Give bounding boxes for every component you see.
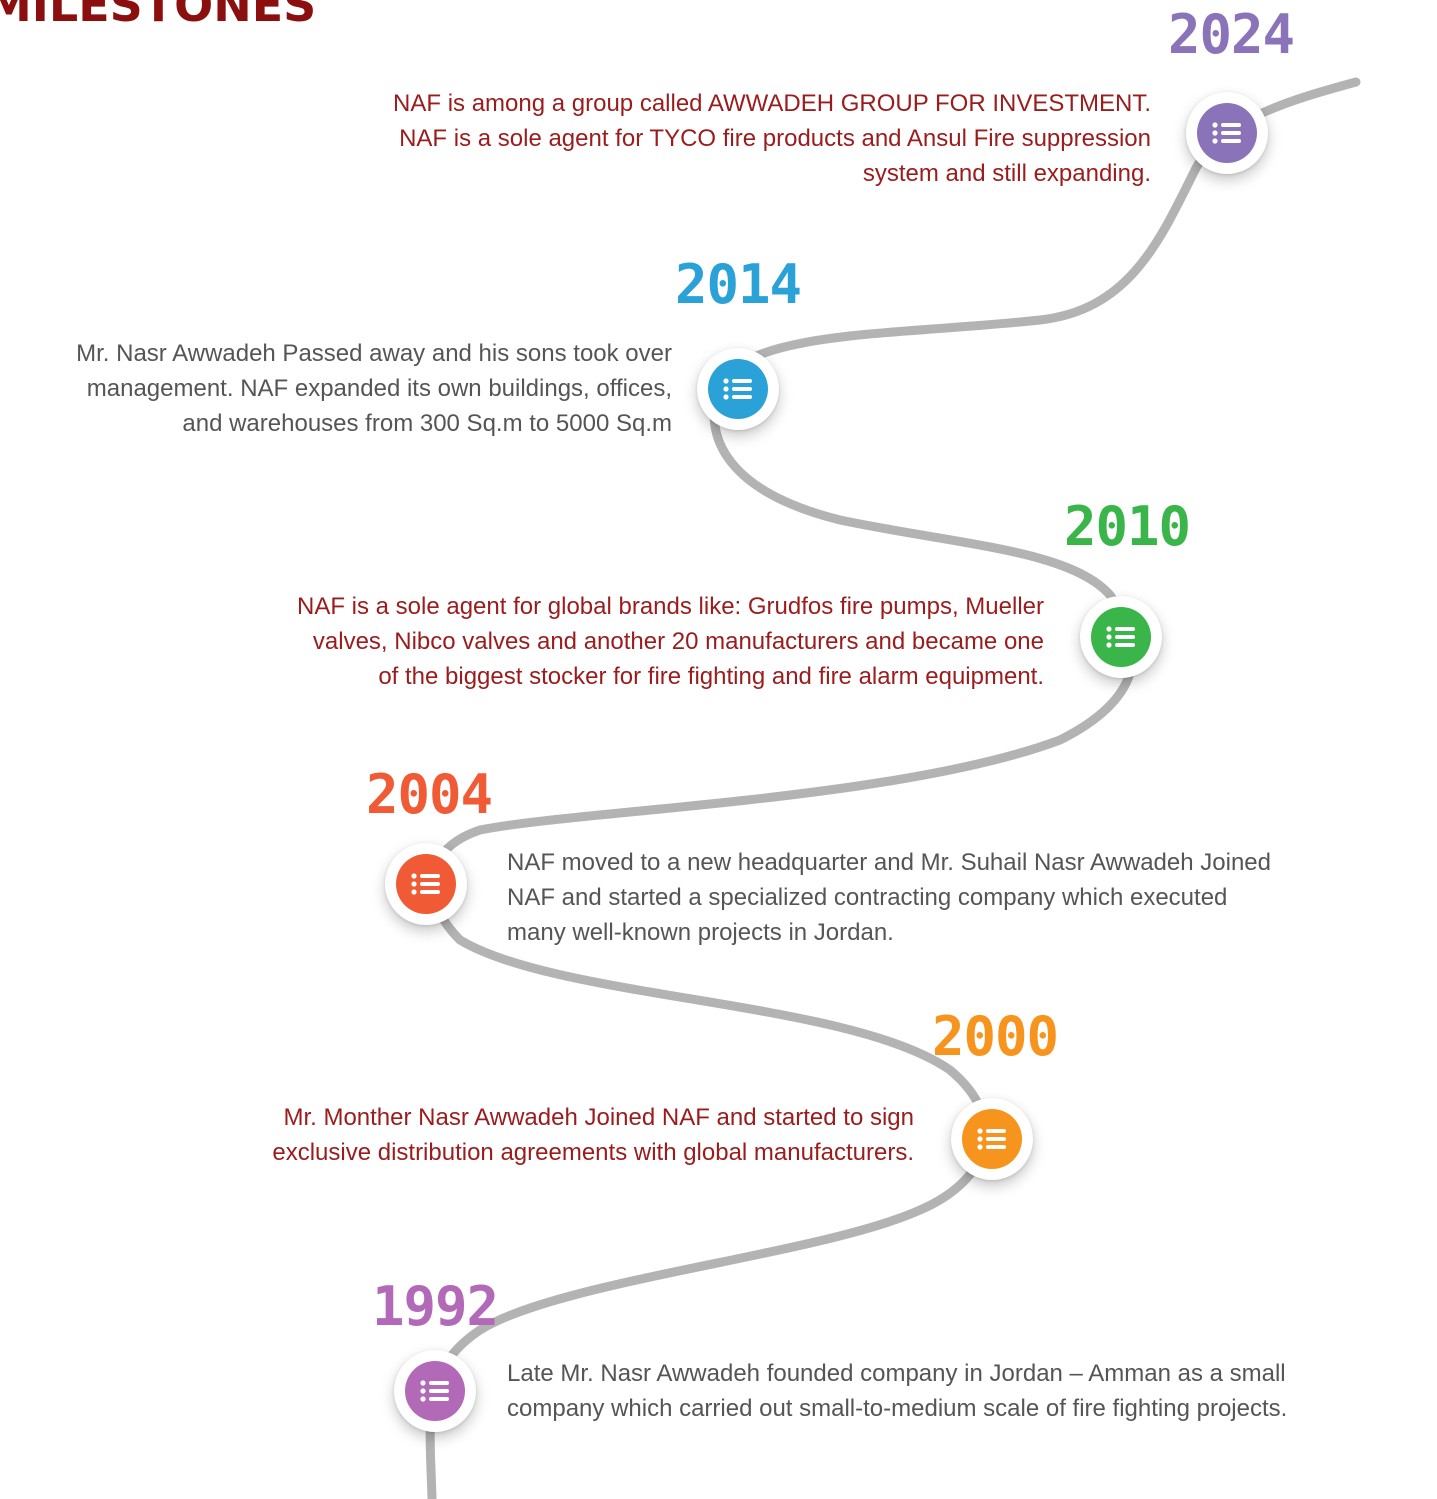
- milestone-marker-2010[interactable]: [1080, 596, 1162, 678]
- list-icon: [411, 873, 440, 895]
- milestone-line: of the biggest stocker for fire fighting…: [378, 663, 1044, 690]
- milestone-dot: [962, 1109, 1022, 1169]
- milestone-marker-2004[interactable]: [385, 843, 467, 925]
- milestone-description-2010: NAF is a sole agent for global brands li…: [144, 589, 1044, 694]
- milestone-dot: [405, 1361, 465, 1421]
- milestone-year-1992: 1992: [372, 1275, 499, 1338]
- milestone-description-1992: Late Mr. Nasr Awwadeh founded company in…: [507, 1356, 1432, 1426]
- list-icon: [1106, 626, 1135, 648]
- milestone-line: exclusive distribution agreements with g…: [272, 1139, 914, 1166]
- milestone-description-2004: NAF moved to a new headquarter and Mr. S…: [507, 845, 1407, 950]
- milestone-marker-2000[interactable]: [951, 1098, 1033, 1180]
- milestone-line: NAF moved to a new headquarter and Mr. S…: [507, 849, 1271, 876]
- list-icon: [723, 378, 752, 400]
- milestone-year-2010: 2010: [1064, 495, 1191, 558]
- milestone-line: and warehouses from 300 Sq.m to 5000 Sq.…: [182, 410, 672, 437]
- milestone-description-2014: Mr. Nasr Awwadeh Passed away and his son…: [0, 336, 672, 441]
- milestone-line: Mr. Nasr Awwadeh Passed away and his son…: [76, 340, 672, 367]
- milestone-marker-1992[interactable]: [394, 1350, 476, 1432]
- milestone-description-2000: Mr. Monther Nasr Awwadeh Joined NAF and …: [114, 1100, 914, 1170]
- milestone-line: many well-known projects in Jordan.: [507, 919, 894, 946]
- list-icon: [420, 1380, 449, 1402]
- list-icon: [1212, 122, 1241, 144]
- milestone-line: NAF is a sole agent for TYCO fire produc…: [399, 125, 1151, 152]
- milestone-dot: [708, 359, 768, 419]
- milestone-line: system and still expanding.: [862, 160, 1151, 187]
- milestone-year-2000: 2000: [932, 1005, 1059, 1068]
- milestone-year-2014: 2014: [675, 253, 802, 316]
- milestone-line: Mr. Monther Nasr Awwadeh Joined NAF and …: [283, 1104, 914, 1131]
- milestone-line: NAF is among a group called AWWADEH GROU…: [393, 90, 1151, 117]
- milestone-marker-2024[interactable]: [1186, 92, 1268, 174]
- milestone-dot: [1091, 607, 1151, 667]
- list-icon: [977, 1128, 1006, 1150]
- milestone-dot: [1197, 103, 1257, 163]
- milestone-line: management. NAF expanded its own buildin…: [86, 375, 672, 402]
- milestone-description-2024: NAF is among a group called AWWADEH GROU…: [251, 86, 1151, 191]
- milestone-line: company which carried out small-to-mediu…: [507, 1395, 1288, 1422]
- milestone-line: Late Mr. Nasr Awwadeh founded company in…: [507, 1360, 1286, 1387]
- milestone-line: NAF is a sole agent for global brands li…: [296, 593, 1044, 620]
- milestone-line: valves, Nibco valves and another 20 manu…: [312, 628, 1044, 655]
- milestone-year-2004: 2004: [366, 763, 493, 826]
- milestone-dot: [396, 854, 456, 914]
- milestone-year-2024: 2024: [1168, 3, 1295, 66]
- page-title: MILESTONES: [0, 0, 317, 32]
- milestone-marker-2014[interactable]: [697, 348, 779, 430]
- milestone-line: NAF and started a specialized contractin…: [507, 884, 1228, 911]
